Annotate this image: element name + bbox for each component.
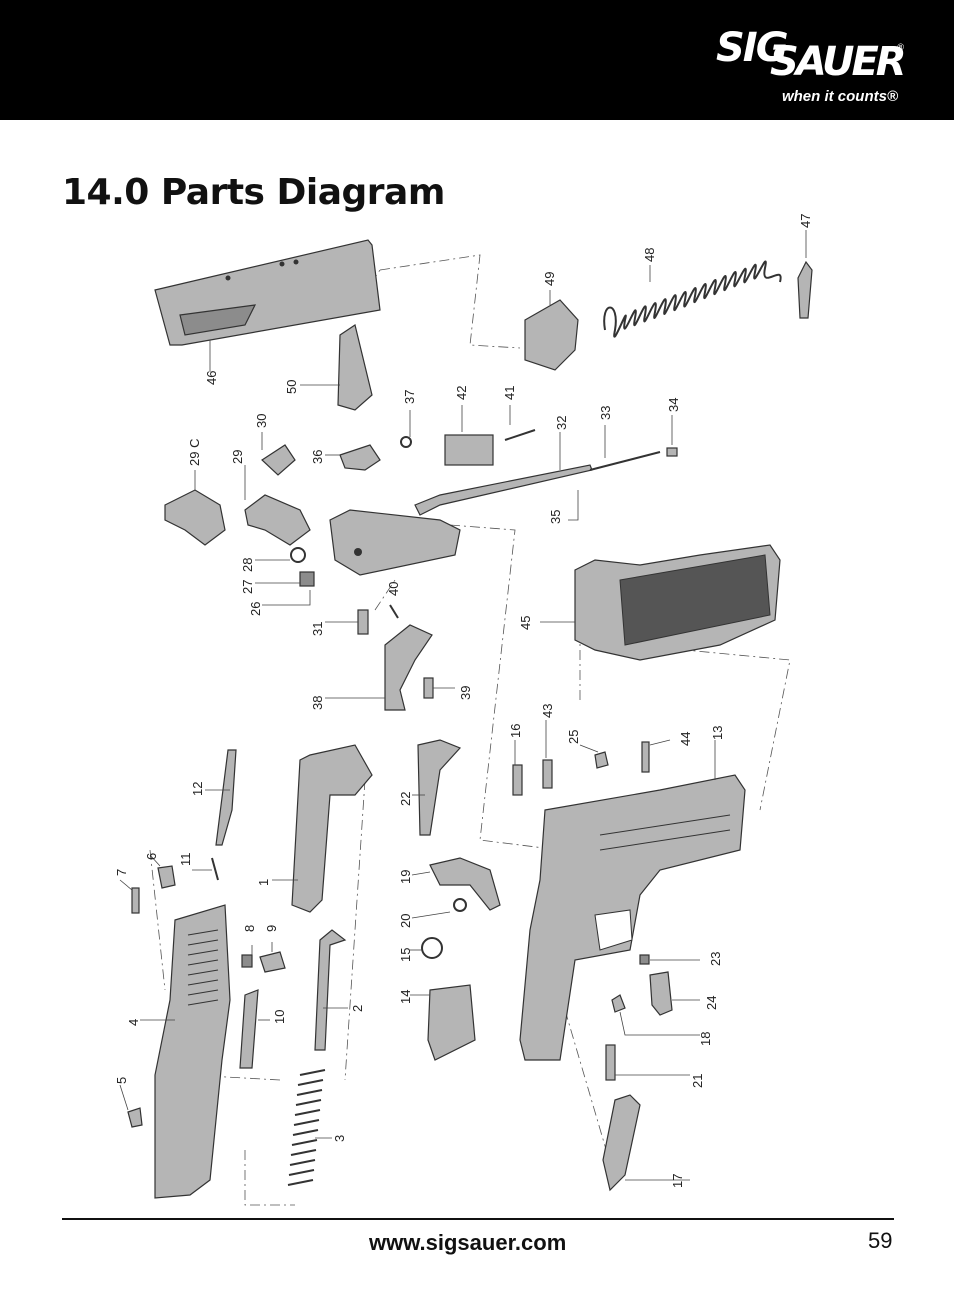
- label-27: 27: [240, 580, 255, 594]
- label-9: 9: [264, 925, 279, 932]
- part-18-23-24: [611, 954, 700, 1036]
- part-8-9-10: [239, 942, 286, 1069]
- label-10: 10: [272, 1010, 287, 1024]
- part-4-slide: [140, 904, 231, 1199]
- footer-website-url: www.sigsauer.com: [369, 1230, 567, 1255]
- label-44: 44: [678, 732, 693, 746]
- part-19-20: [411, 857, 501, 919]
- parts-diagram: 46 50 49 48 47 29 C 29 30 28 27 26 31 38…: [114, 214, 813, 1206]
- part-50: [300, 324, 373, 411]
- logo-sauer-text: SAUER: [770, 39, 907, 85]
- label-15: 15: [398, 948, 413, 962]
- label-31: 31: [310, 622, 325, 636]
- part-14-15: [410, 937, 476, 1061]
- part-3-spring: [287, 1069, 332, 1186]
- label-24: 24: [704, 996, 719, 1010]
- part-13-frame: [519, 740, 746, 1061]
- part-29-30: [244, 432, 311, 546]
- label-19: 19: [398, 870, 413, 884]
- logo-sig-text: SIG: [716, 25, 789, 71]
- label-43: 43: [540, 704, 555, 718]
- label-40: 40: [386, 582, 401, 596]
- label-21: 21: [690, 1074, 705, 1088]
- label-8: 8: [242, 925, 257, 932]
- part-38: [325, 624, 433, 711]
- part-41-42: [444, 405, 536, 466]
- sig-sauer-logo: SIG SAUER ® when it counts®: [704, 25, 907, 108]
- label-37: 37: [402, 390, 417, 404]
- label-26: 26: [248, 602, 263, 616]
- label-1: 1: [256, 879, 271, 886]
- page-number: 59: [868, 1228, 893, 1253]
- label-6: 6: [144, 853, 159, 860]
- label-29: 29: [230, 450, 245, 464]
- label-13: 13: [710, 726, 725, 740]
- label-45: 45: [518, 616, 533, 630]
- part-45-grip: [540, 544, 781, 661]
- part-16-43-25-44: [512, 720, 671, 796]
- label-18: 18: [698, 1032, 713, 1046]
- label-50: 50: [284, 380, 299, 394]
- part-49: [524, 290, 579, 371]
- label-36: 36: [310, 450, 325, 464]
- label-49: 49: [542, 272, 557, 286]
- part-36-37: [325, 410, 412, 471]
- label-5: 5: [114, 1077, 129, 1084]
- label-28: 28: [240, 558, 255, 572]
- label-35: 35: [548, 510, 563, 524]
- part-1-barrel: [272, 744, 373, 913]
- label-12: 12: [190, 782, 205, 796]
- label-39: 39: [458, 686, 473, 700]
- label-23: 23: [708, 952, 723, 966]
- part-29c: [164, 470, 226, 546]
- part-35: [568, 490, 579, 521]
- label-17: 17: [670, 1174, 685, 1188]
- part-number-labels: 46 50 49 48 47 29 C 29 30 28 27 26 31 38…: [114, 214, 813, 1188]
- label-7: 7: [114, 869, 129, 876]
- label-20: 20: [398, 914, 413, 928]
- part-12: [205, 749, 237, 846]
- page-title: 14.0 Parts Diagram: [62, 172, 445, 213]
- header-bar: SIG SAUER ® when it counts®: [0, 0, 954, 120]
- label-46: 46: [204, 371, 219, 385]
- label-38: 38: [310, 696, 325, 710]
- part-2-guide-rod: [314, 929, 348, 1051]
- label-48: 48: [642, 248, 657, 262]
- part-47: [797, 230, 813, 319]
- label-30: 30: [254, 414, 269, 428]
- label-34: 34: [666, 398, 681, 412]
- label-25: 25: [566, 730, 581, 744]
- label-4: 4: [126, 1019, 141, 1026]
- part-40: [389, 604, 399, 619]
- part-39: [423, 677, 455, 699]
- part-32-33-34: [414, 415, 678, 516]
- label-29c: 29 C: [187, 439, 202, 466]
- part-housing-block: [329, 509, 461, 576]
- label-22: 22: [398, 792, 413, 806]
- label-11: 11: [178, 853, 193, 867]
- part-46-insert: [154, 239, 381, 372]
- label-14: 14: [398, 990, 413, 1004]
- part-22: [412, 739, 462, 836]
- label-47: 47: [798, 214, 813, 228]
- label-33: 33: [598, 406, 613, 420]
- label-41: 41: [502, 386, 517, 400]
- label-42: 42: [454, 386, 469, 400]
- part-26-27-28: [255, 547, 315, 606]
- part-31: [325, 609, 369, 635]
- part-48-spring: [603, 260, 782, 338]
- label-2: 2: [350, 1005, 365, 1012]
- label-16: 16: [508, 724, 523, 738]
- part-5-6-7: [119, 854, 176, 1128]
- footer-divider: [62, 1218, 894, 1220]
- logo-tagline: when it counts®: [781, 88, 898, 105]
- part-17-21: [602, 1044, 690, 1192]
- label-32: 32: [554, 416, 569, 430]
- part-11: [192, 857, 219, 881]
- logo-registered-mark: ®: [897, 42, 904, 52]
- label-3: 3: [332, 1135, 347, 1142]
